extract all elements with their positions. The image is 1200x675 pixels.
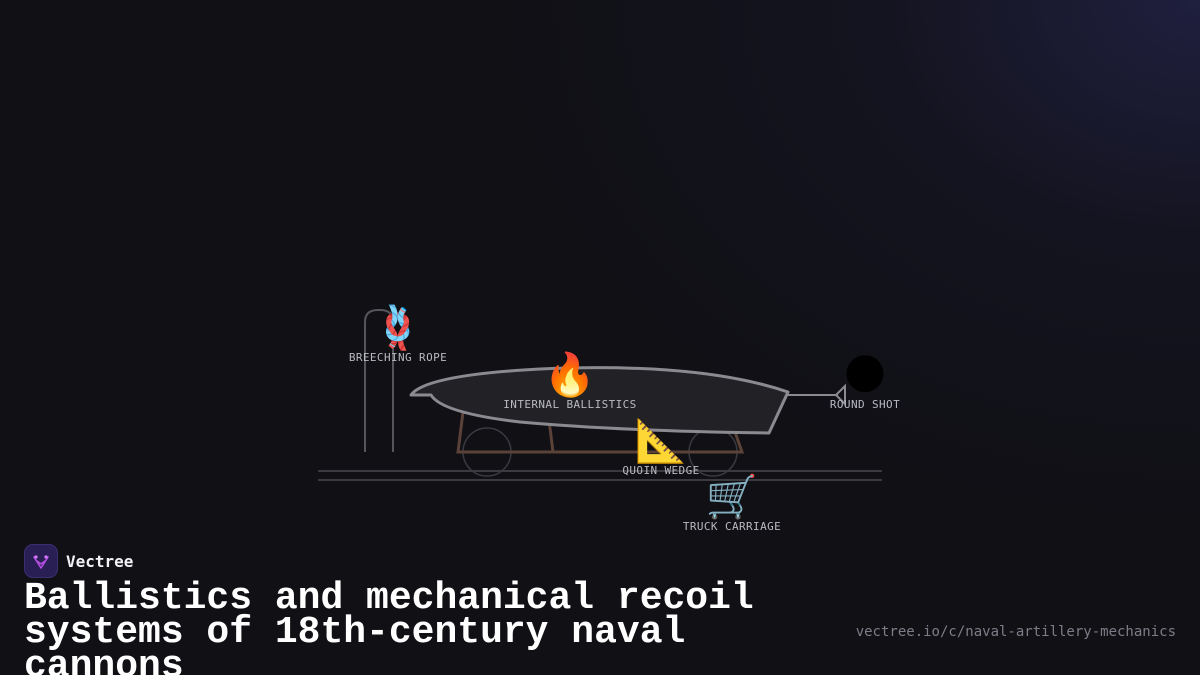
muzzle-arrow (834, 383, 846, 407)
moon-icon: 🌑 (843, 350, 887, 399)
part-quoin-wedge: 📐 QUOIN WEDGE (581, 416, 741, 478)
part-truck-carriage: 🛒 TRUCK CARRIAGE (652, 472, 812, 534)
brand: Vectree (24, 544, 133, 578)
breeching-rope-line (364, 309, 394, 452)
part-label-internal-ballistics: INTERNAL BALLISTICS (503, 398, 637, 411)
brand-name: Vectree (66, 551, 134, 571)
cannon-barrel (409, 366, 790, 435)
knot-icon: 🪢 (371, 303, 425, 352)
part-breeching-rope: 🪢 BREECHING ROPE (318, 303, 478, 365)
part-label-breeching-rope: BREECHING ROPE (348, 351, 448, 364)
vectree-logo-mark (33, 555, 49, 569)
part-label-round-shot: ROUND SHOT (829, 398, 901, 411)
page-title: Ballistics and mechanical recoil systems… (24, 577, 754, 675)
fire-icon: 🔥 (543, 350, 597, 399)
source-url[interactable]: vectree.io/c/naval-artillery-mechanics (855, 624, 1176, 640)
triangular-ruler-icon: 📐 (634, 416, 688, 465)
shopping-cart-icon: 🛒 (705, 472, 759, 521)
part-label-quoin-wedge: QUOIN WEDGE (622, 464, 700, 477)
part-round-shot: 🌑 ROUND SHOT (785, 350, 945, 412)
part-internal-ballistics: 🔥 INTERNAL BALLISTICS (490, 350, 650, 412)
vectree-logo-icon (24, 544, 58, 578)
part-label-truck-carriage: TRUCK CARRIAGE (682, 520, 782, 533)
